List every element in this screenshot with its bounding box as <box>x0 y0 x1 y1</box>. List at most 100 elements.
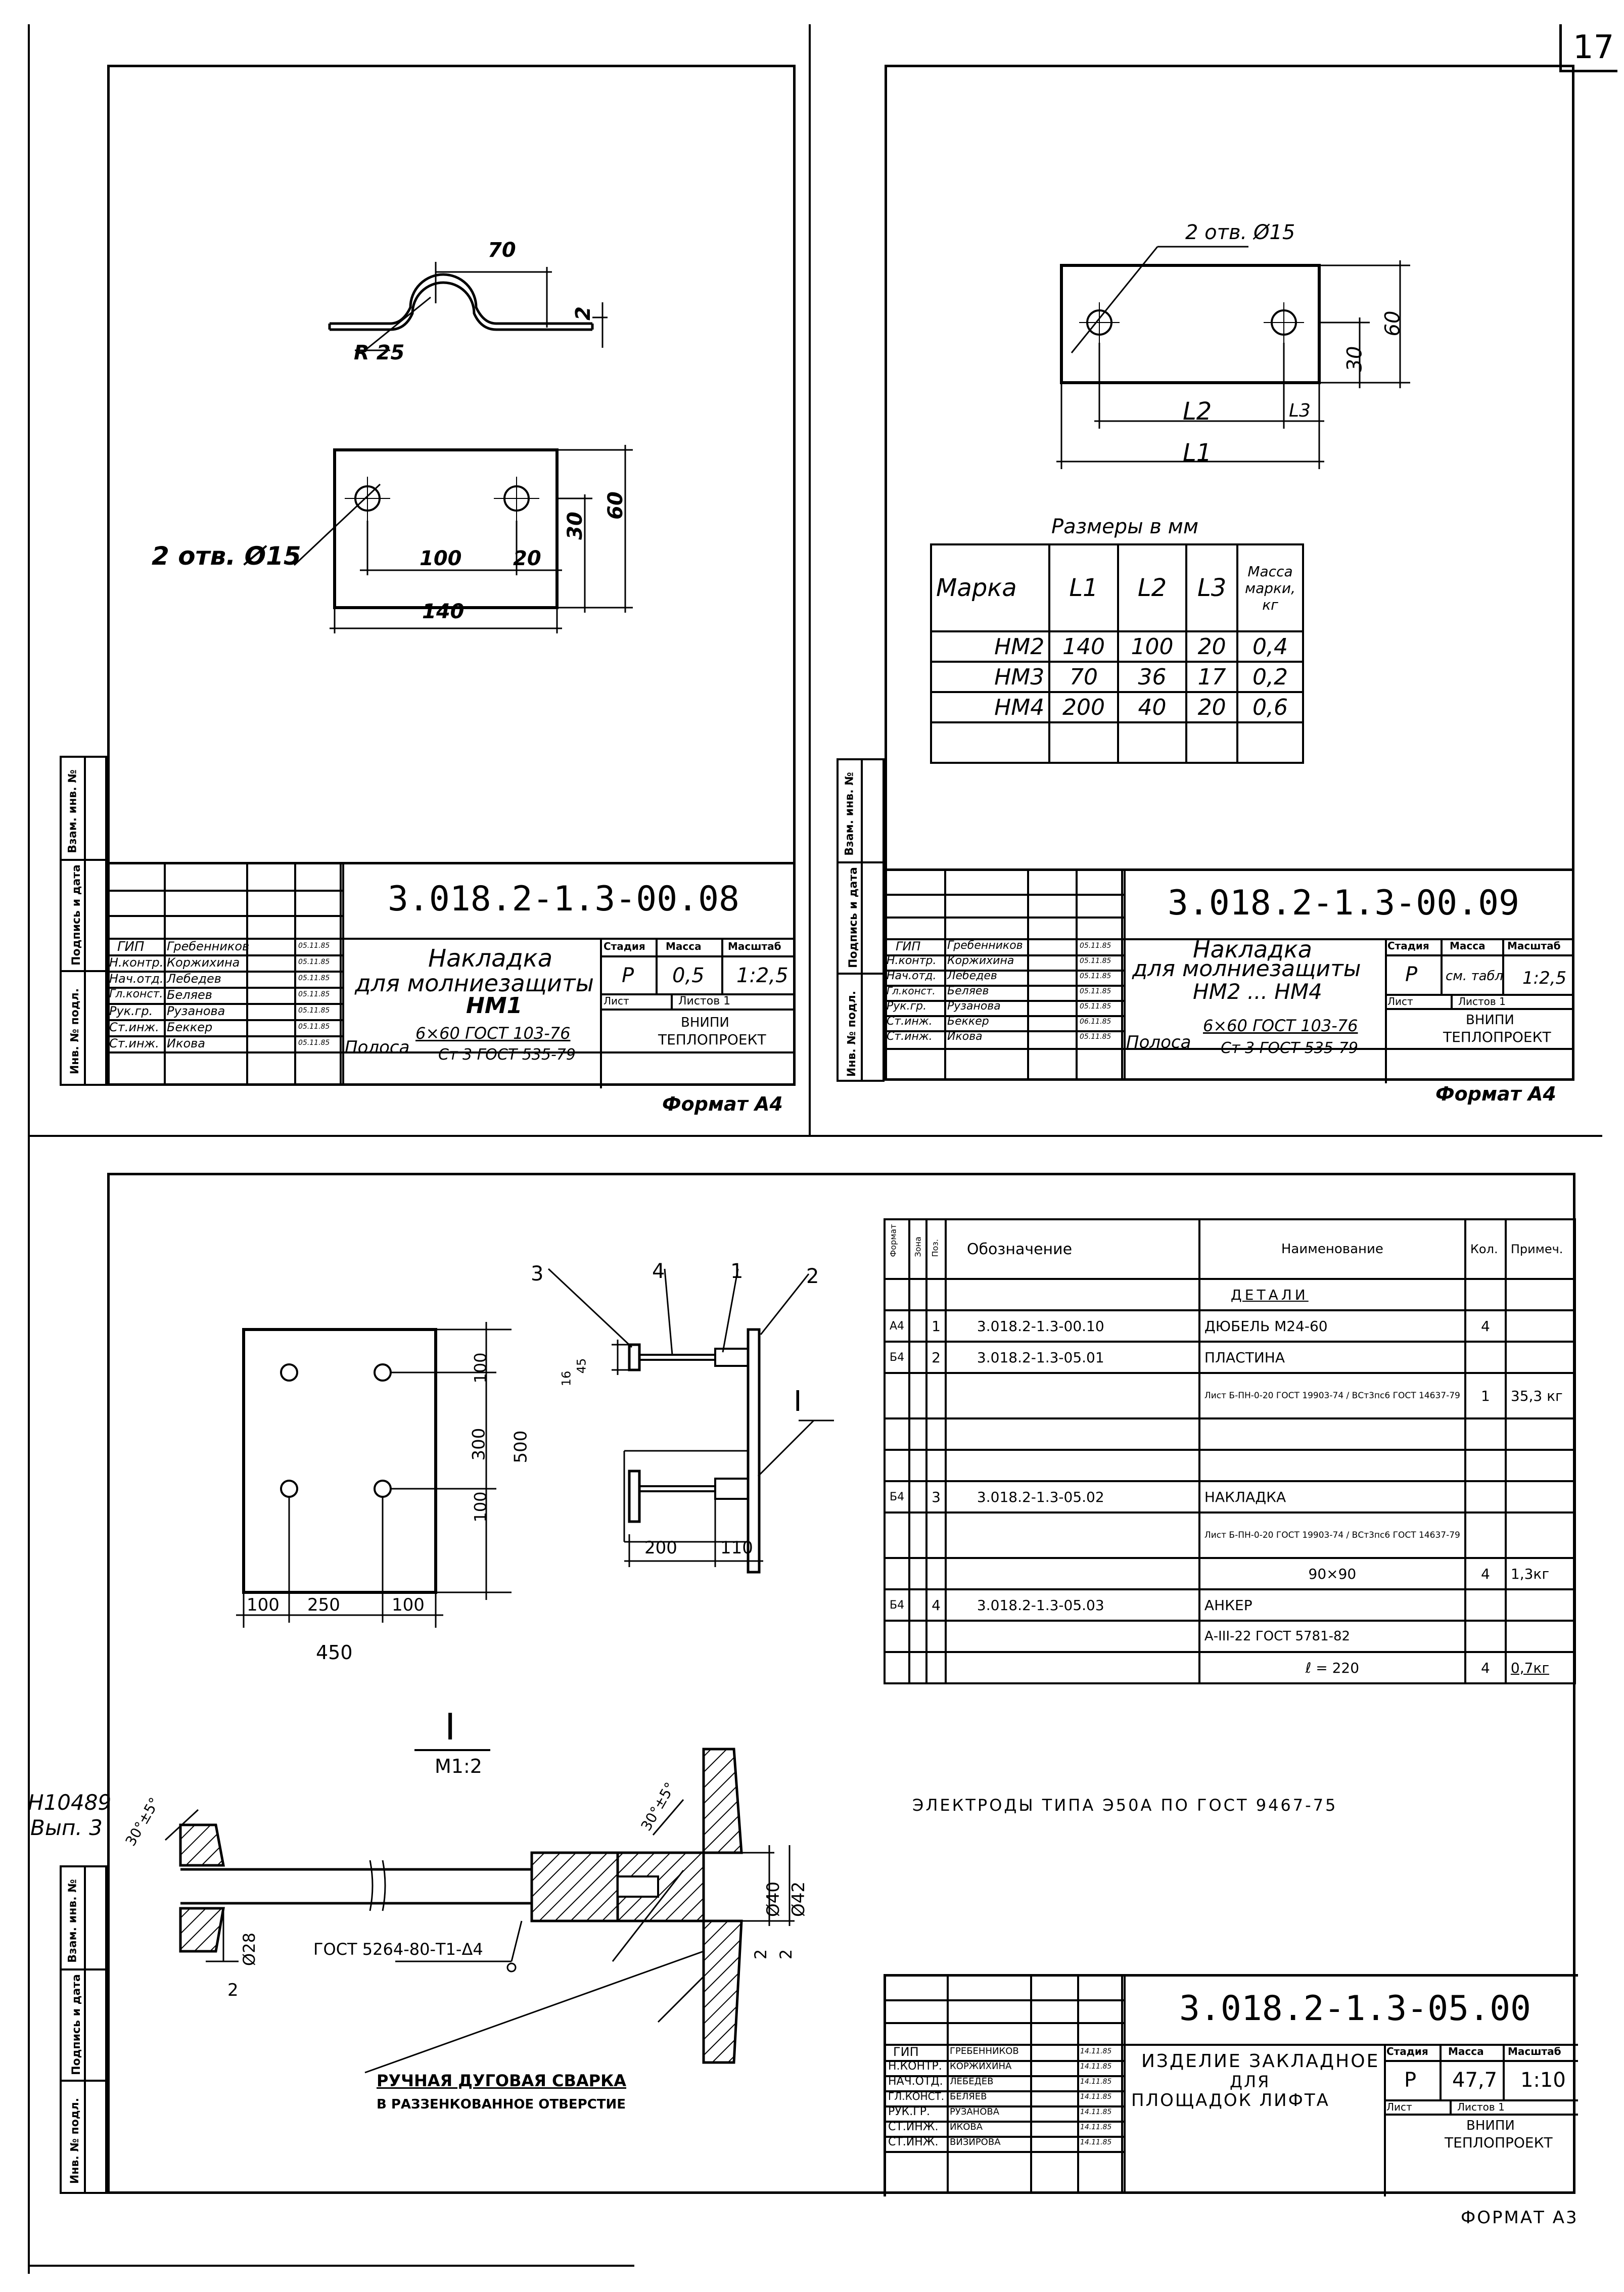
sheet2-material-den: Ст 3 ГОСТ 535-79 <box>1221 1039 1358 1057</box>
sheet3-dim-v100a: 100 <box>471 1352 490 1384</box>
table-row: НМ2 140 100 20 0,4 <box>930 630 1304 663</box>
sheet2-doc-code: 3.018.2-1.3-00.09 <box>1168 883 1519 923</box>
sheet3-section-scale: М1:2 <box>435 1755 482 1777</box>
page-number-box: 17 <box>1559 24 1617 72</box>
sheet3-title-block: ГИП ГРЕБЕННИКОВ 14.11.85 Н.КОНТР. КОРЖИХ… <box>884 1974 1578 2196</box>
sheet2-title-3: НМ2 ... НМ4 <box>1193 979 1322 1004</box>
spec-th-format: Формат <box>883 1218 911 1280</box>
sheet2-margin-vzam: Взам. инв. № <box>843 772 856 856</box>
sheet3-org-1: ВНИПИ <box>1466 2118 1515 2133</box>
sheet3-dim-2c: 2 <box>776 1949 796 1960</box>
sheet3-scale: 1:10 <box>1520 2069 1566 2092</box>
sheet2-th-l3: L3 <box>1185 543 1238 632</box>
sheet3-mass-header: Масса <box>1448 2045 1484 2057</box>
sheet2-org-1: ВНИПИ <box>1466 1013 1514 1028</box>
sheet3-dim-100b: 100 <box>392 1595 425 1615</box>
sheet2-dim-30: 30 <box>1343 346 1367 372</box>
sheet1-margin-vzam: Взам. инв. № <box>66 769 79 853</box>
sheet3-doc-code: 3.018.2-1.3-05.00 <box>1179 1989 1531 2029</box>
table-row <box>883 1417 1576 1451</box>
sheet3-dim-16: 16 <box>559 1370 574 1387</box>
sheet1-holes-label: 2 отв. Ø15 <box>152 541 301 571</box>
sheet3-margin-strip: Взам. инв. № Подпись и дата Инв. № подл. <box>60 1865 107 2194</box>
sheet3-margin-vzam: Взам. инв. № <box>66 1879 79 1963</box>
sheet3-callout-2: 2 <box>806 1265 819 1288</box>
sheet1-sig-row: Рук.гр. Рузанова 05.11.85 <box>109 1004 330 1018</box>
table-row: Лист Б-ПН-0-20 ГОСТ 19903-74 / ВСт3пс6 Г… <box>883 1372 1576 1419</box>
sheet3-spec-header: Формат Зона Поз. Обозначение Наименовани… <box>883 1218 1576 1280</box>
sheet1-org-2: ТЕПЛОПРОЕКТ <box>658 1031 766 1048</box>
sheet3-dim-250: 250 <box>307 1595 340 1615</box>
sheet3-dim-45: 45 <box>574 1358 589 1374</box>
sheet2-title-1: Накладка <box>1193 936 1312 963</box>
sheet1-mass: 0,5 <box>672 964 705 987</box>
sheet1-sheets-label: Листов 1 <box>678 995 731 1007</box>
sheet1-material-num: 6×60 ГОСТ 103-76 <box>415 1024 571 1043</box>
sheet3-format: ФОРМАТ А3 <box>1461 2208 1579 2228</box>
sheet3-electrodes-note: ЭЛЕКТРОДЫ ТИПА Э50А ПО ГОСТ 9467-75 <box>912 1796 1338 1815</box>
sheet3-callout-4: 4 <box>652 1260 665 1283</box>
spec-th-designation: Обозначение <box>944 1218 1200 1280</box>
sheet3-spec-table: Формат Зона Поз. Обозначение Наименовани… <box>883 1218 1576 1684</box>
sheet3-sheet-label: Лист <box>1386 2101 1412 2113</box>
spec-th-pos: Поз. <box>925 1218 947 1280</box>
sheet3-callout-1: 1 <box>730 1260 744 1283</box>
sheet3-section-underline <box>414 1749 490 1751</box>
sheet2-dim-l2: L2 <box>1183 397 1212 426</box>
sheet3-weld-note-1: РУЧНАЯ ДУГОВАЯ СВАРКА <box>377 2071 627 2090</box>
sheet3-weld-note-2: В РАЗЗЕНКОВАННОЕ ОТВЕРСТИЕ <box>377 2097 626 2112</box>
sheet1-dim-2: 2 <box>571 306 595 320</box>
sheet2-scale: 1:2,5 <box>1522 968 1567 988</box>
sheet3-side-view <box>547 1268 834 1574</box>
sheet3-dim-v100b: 100 <box>471 1491 490 1523</box>
table-row: Лист Б-ПН-0-20 ГОСТ 19903-74 / ВСт3пс6 Г… <box>883 1511 1576 1559</box>
sheet3-plan-view <box>236 1322 512 1628</box>
sheet1-margin-inv: Инв. № подл. <box>69 988 82 1075</box>
sheet1-sig-row: Нач.отд. Лебедев 05.11.85 <box>109 972 330 986</box>
spec-th-zone: Зона <box>908 1218 928 1280</box>
sheet3-stage-header: Стадия <box>1386 2045 1428 2057</box>
sheet3-dim-100a: 100 <box>247 1595 280 1615</box>
sheet1-margin-podpis: Подпись и дата <box>70 864 83 966</box>
table-row <box>883 1449 1576 1482</box>
sheet1-stage-header: Стадия <box>604 940 645 952</box>
sheet3-section-title: I <box>445 1706 456 1748</box>
sheet2-th-l2: L2 <box>1117 543 1188 632</box>
page-bottom-edge <box>28 2265 634 2267</box>
sheet2-mass: см. табл <box>1446 969 1504 984</box>
sheet1-title-block: ГИП Гребенников 05.11.85 Н.контр. Коржих… <box>107 862 796 1088</box>
sheet2-table-caption: Размеры в мм <box>1051 515 1199 538</box>
page-left-edge <box>28 24 30 2274</box>
sheet2-th-mass: Масса марки, кг <box>1236 543 1304 632</box>
sheet1-drawing <box>293 262 633 633</box>
sheet3-dim-110: 110 <box>720 1538 753 1558</box>
sheet2-margin-strip: Взам. инв. № Подпись и дата Инв. № подл. <box>837 758 885 1082</box>
spec-th-qty: Кол. <box>1464 1218 1507 1280</box>
table-row: НМ4 200 40 20 0,6 <box>930 691 1304 723</box>
sheet2-sheet-label: Лист <box>1387 995 1413 1007</box>
page-divider-horizontal <box>28 1135 1602 1137</box>
sheet2-org-2: ТЕПЛОПРОЕКТ <box>1443 1029 1551 1045</box>
sheet2-format: Формат А4 <box>1435 1083 1556 1105</box>
sheet2-scale-header: Масштаб <box>1507 940 1561 952</box>
sheet3-dim-42: Ø42 <box>788 1881 809 1917</box>
sheet2-title-2: для молниезащиты <box>1132 956 1361 982</box>
page-number: 17 <box>1573 29 1614 66</box>
sheet1-title-3: НМ1 <box>466 993 523 1019</box>
sheet3-dim-40: Ø40 <box>763 1881 784 1917</box>
sheet1-dim-20: 20 <box>513 547 541 570</box>
sheet1-frame <box>107 65 796 1086</box>
sheet2-dim-60: 60 <box>1381 310 1405 337</box>
sheet1-doc-code: 3.018.2-1.3-00.08 <box>388 879 739 919</box>
sheet2-th-mark: Марка <box>930 543 1051 632</box>
table-row: А-III-22 ГОСТ 5781-82 <box>883 1620 1576 1653</box>
sheet1-mass-header: Масса <box>666 940 702 952</box>
sheet2-material-name: Полоса <box>1126 1032 1191 1052</box>
sheet3-gost-weld: ГОСТ 5264-80-Т1-Δ4 <box>313 1940 483 1959</box>
